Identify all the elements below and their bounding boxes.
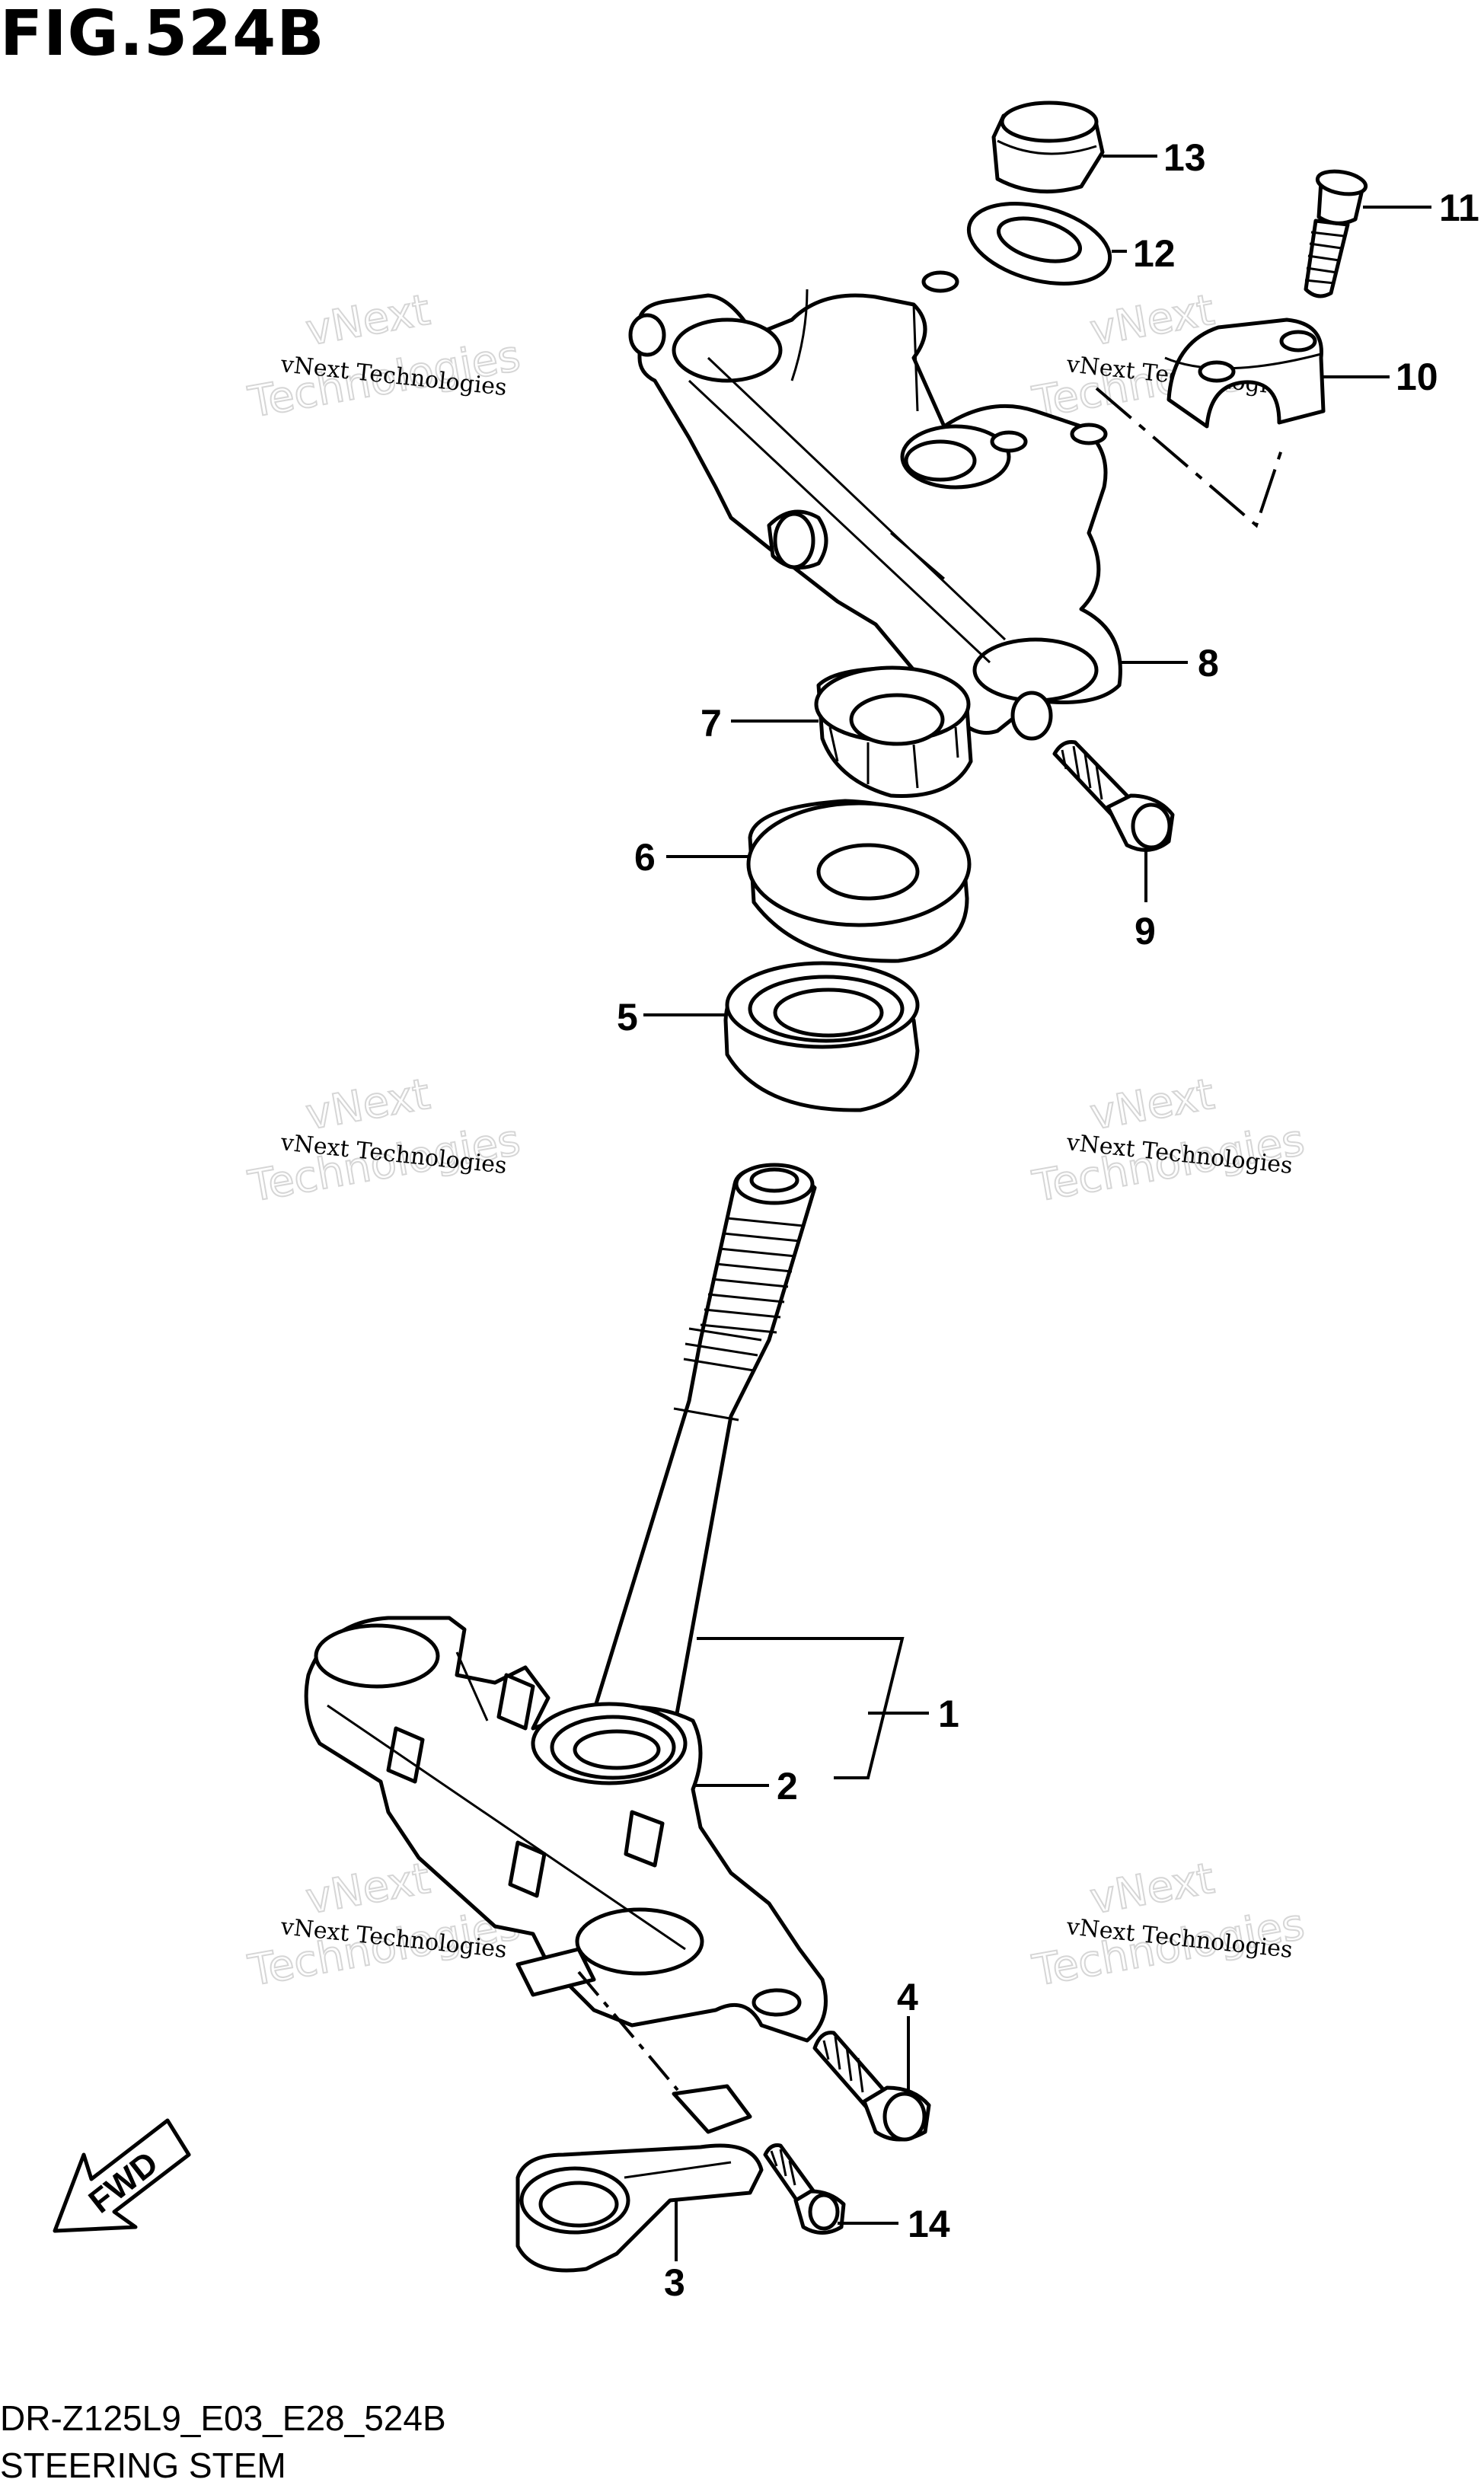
callout-labels: 13 12 11 10 8 7 6 9 5 1 2 4 3 14: [617, 136, 1479, 2304]
callout-11: 11: [1439, 187, 1479, 229]
callout-7: 7: [701, 702, 722, 745]
part-12-washer: [966, 202, 1112, 286]
watermark-text: vNext: [302, 286, 433, 356]
callout-8: 8: [1198, 642, 1219, 684]
part-4-bolt: [812, 2031, 931, 2142]
part-9-bolt: [1052, 740, 1175, 852]
part-6-dust-seal: [746, 799, 972, 963]
part-13-cap: [991, 101, 1105, 194]
part-1-steering-stem: [584, 1163, 817, 1753]
part-11-bolt: [1304, 169, 1368, 298]
figure-title: FIG.524B: [0, 0, 325, 70]
watermark-text: vNext: [1087, 1854, 1218, 1924]
callout-4: 4: [897, 1976, 918, 2018]
callout-3: 3: [664, 2261, 685, 2304]
leader-lines: [577, 155, 1431, 2261]
figure-caption: STEERING STEM: [0, 2446, 286, 2485]
model-code: DR-Z125L9_E03_E28_524B: [0, 2398, 446, 2438]
callout-9: 9: [1135, 910, 1156, 952]
callout-14: 14: [908, 2203, 950, 2245]
part-7-nut: [814, 665, 973, 798]
fwd-direction-arrow: FWD: [53, 2118, 191, 2233]
part-1-lower-bracket: [304, 1616, 828, 2043]
part-3-clamp: [515, 2084, 764, 2273]
part-8-upper-bracket: [628, 270, 1122, 741]
callout-1: 1: [938, 1693, 959, 1735]
callout-2: 2: [777, 1765, 798, 1808]
watermark-text: vNext: [302, 1070, 433, 1140]
callout-5: 5: [617, 996, 638, 1039]
part-14-bolt: [763, 2143, 846, 2235]
callout-12: 12: [1133, 232, 1176, 275]
callout-13: 13: [1163, 136, 1206, 179]
part-10-holder-cap: [1164, 317, 1326, 429]
watermark-text: vNext: [302, 1854, 433, 1924]
callout-6: 6: [634, 836, 656, 879]
callout-10: 10: [1396, 356, 1438, 398]
watermark-text: vNext: [1087, 1070, 1218, 1140]
part-5-bearing: [723, 961, 920, 1112]
